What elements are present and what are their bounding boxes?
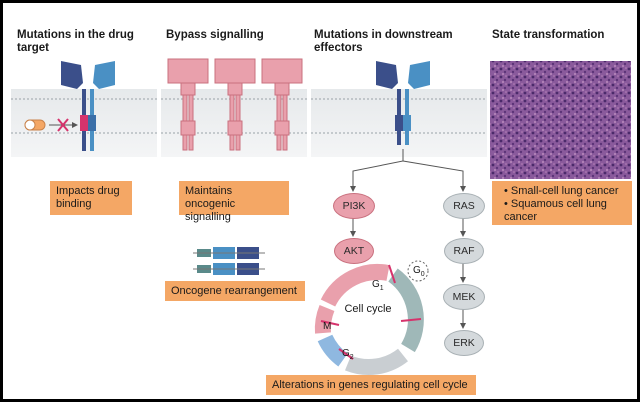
box-rearrangement: Oncogene rearrangement: [165, 281, 305, 301]
cell-cycle-ring: [314, 260, 429, 375]
phase-m-label: M: [323, 321, 332, 332]
box-drug-binding: Impacts drug binding: [50, 181, 132, 215]
fusion-gene-icon: [193, 247, 265, 275]
node-mek: MEK: [443, 284, 485, 310]
receptor-downstream: [376, 61, 430, 145]
node-erk: ERK: [444, 330, 484, 356]
node-akt: AKT: [334, 238, 374, 264]
figure-panel: Mutations in the drug target Bypass sign…: [3, 3, 637, 399]
box-state-list: • Small-cell lung cancer • Squamous cell…: [492, 181, 632, 225]
header-drug-target: Mutations in the drug target: [17, 29, 134, 54]
drug-capsule-icon: [24, 119, 46, 131]
header-state: State transformation: [492, 29, 605, 41]
pathway-arrows: [350, 149, 466, 329]
phase-g1-label: G1: [372, 279, 384, 292]
node-raf: RAF: [444, 238, 484, 264]
blocked-arrow-icon: [49, 118, 78, 132]
diagram-graphics: [11, 58, 631, 375]
box-oncogenic: Maintains oncogenic signalling: [179, 181, 289, 223]
node-pi3k: PI3K: [333, 193, 375, 219]
histology-image: [490, 61, 631, 179]
box-cell-cycle-genes: Alterations in genes regulating cell cyc…: [266, 375, 476, 395]
phase-g2-label: G2: [342, 348, 354, 361]
state-item: • Small-cell lung cancer: [504, 185, 619, 197]
phase-g0-label: G0: [413, 265, 425, 278]
node-ras: RAS: [443, 193, 485, 219]
header-downstream: Mutations in downstream effectors: [314, 29, 453, 54]
cell-cycle-label: Cell cycle: [344, 303, 392, 315]
bypass-receptors: [167, 58, 303, 151]
state-item: • Squamous cell lung cancer: [504, 198, 607, 223]
header-bypass: Bypass signalling: [166, 29, 264, 41]
receptor-drug-target: [61, 61, 115, 151]
